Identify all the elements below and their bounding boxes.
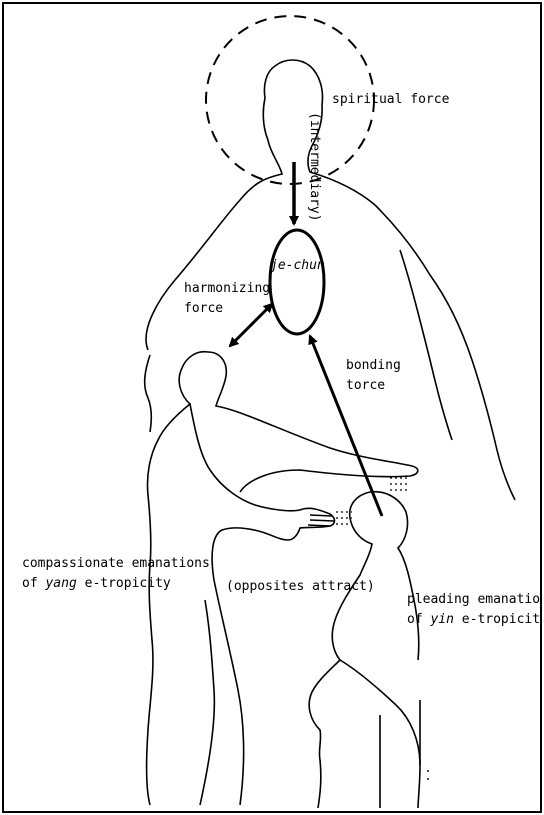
je-chun-ellipse	[270, 230, 324, 334]
yin-figure-outline	[309, 492, 372, 808]
of-text: of	[22, 576, 45, 591]
label-opposites-attract: (opposites attract)	[226, 579, 375, 595]
je-chun-text: je-chun	[270, 258, 325, 273]
yang-text: yang	[45, 576, 76, 591]
label-compassionate: compassionate emanations	[22, 556, 210, 572]
of-text: of	[407, 612, 430, 627]
label-torce: torce	[346, 378, 385, 394]
yin-text: yin	[430, 612, 453, 627]
label-yang-etropicity: of yang e-tropicity	[22, 576, 171, 592]
etropicity-text: e-tropicity	[454, 612, 542, 627]
label-intermediary: (intermediary)	[306, 112, 322, 222]
label-je-chun: je-chun	[270, 258, 325, 274]
label-spiritual-force: spiritual force	[332, 92, 449, 108]
label-bonding: bonding	[346, 358, 401, 374]
label-harmonizing: harmonizing	[184, 281, 270, 297]
etropicity-text: e-tropicity	[77, 576, 171, 591]
spiritual-figure-outline	[146, 60, 515, 500]
label-pleading: pleading emanations	[407, 592, 542, 608]
harmonizing-arrow	[230, 312, 264, 346]
label-harmonizing-force: force	[184, 301, 223, 317]
label-yin-etropicity: of yin e-tropicity	[407, 612, 542, 628]
spiritual-figure-arm	[400, 250, 452, 440]
